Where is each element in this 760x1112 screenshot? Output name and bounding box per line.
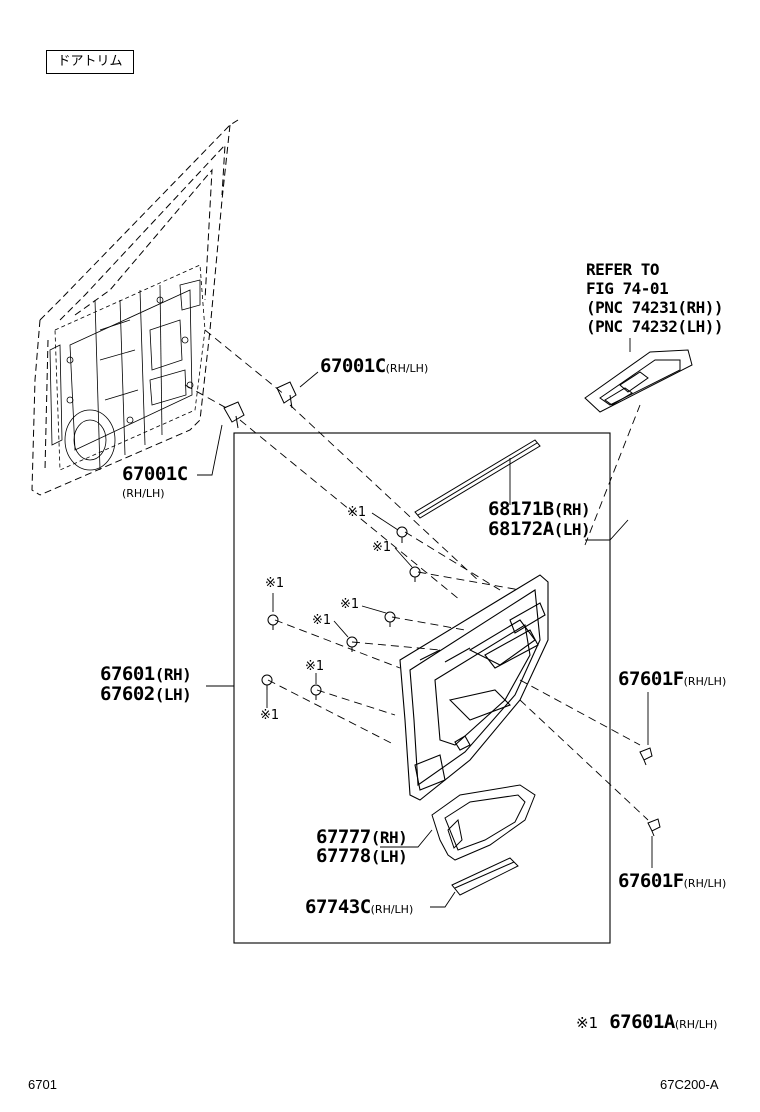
dashed-leaders: [184, 329, 649, 821]
part-side: (RH): [553, 500, 591, 519]
part-side: (RH/LH): [683, 877, 727, 890]
clip-mark: ※1: [260, 708, 280, 723]
legend-mark: ※1: [576, 1014, 599, 1032]
clip-mark: ※1: [347, 505, 367, 520]
door-frame: [31, 119, 239, 496]
part-side: (RH/LH): [370, 903, 414, 916]
footer-left: 6701: [28, 1077, 57, 1092]
part-label-68171b: 68171B(RH): [488, 498, 591, 520]
part-number: 68171B: [488, 498, 554, 520]
clip-mark: ※1: [312, 613, 332, 628]
part-side: (LH): [154, 685, 192, 704]
clip-mark: ※1: [265, 576, 285, 591]
part-number: 67601: [100, 663, 155, 685]
part-side: (RH/LH): [683, 675, 727, 688]
clips: [223, 381, 661, 837]
part-number: 67602: [100, 683, 155, 705]
part-label-67602: 67602(LH): [100, 683, 192, 705]
part-label-67777: 67777(RH): [316, 826, 408, 848]
legend: ※1 67601A(RH/LH): [576, 1013, 717, 1032]
part-number: 67001C: [122, 463, 188, 485]
part-number: 67743C: [305, 896, 371, 918]
part-side: (LH): [370, 847, 408, 866]
weatherstrip-part: [414, 439, 541, 519]
legend-side: (RH/LH): [674, 1018, 718, 1031]
part-side: (LH): [553, 520, 591, 539]
part-number: 67777: [316, 826, 371, 848]
refer-line-2: FIG 74-01: [586, 279, 669, 298]
part-side: (RH/LH): [122, 487, 165, 500]
refer-label: REFER TO FIG 74-01 (PNC 74231(RH)) (PNC …: [586, 260, 724, 336]
title-tag: ドアトリム: [46, 50, 134, 74]
part-side: (RH): [370, 828, 408, 847]
part-side: (RH/LH): [385, 362, 429, 375]
part-label-67001c-right: 67001C(RH/LH): [320, 357, 428, 376]
door-inner-panel: [49, 264, 206, 471]
legend-number: 67601A: [609, 1011, 675, 1033]
part-number: 67001C: [320, 355, 386, 377]
part-label-67001c-left: 67001C (RH/LH): [122, 463, 188, 500]
refer-line-3: (PNC 74231(RH)): [586, 298, 724, 317]
part-number: 67601F: [618, 870, 684, 892]
window-switch-part: [584, 349, 693, 413]
clip-mark: ※1: [372, 540, 392, 555]
part-label-68172a: 68172A(LH): [488, 518, 591, 540]
armrest-part: [431, 784, 536, 861]
pad-part: [451, 857, 519, 896]
part-label-67601: 67601(RH): [100, 663, 192, 685]
refer-line-4: (PNC 74232(LH)): [586, 317, 724, 336]
part-number: 68172A: [488, 518, 554, 540]
part-side: (RH): [154, 665, 192, 684]
part-label-67601f-bottom: 67601F(RH/LH): [618, 872, 726, 891]
part-label-67778: 67778(LH): [316, 845, 408, 867]
clip-mark: ※1: [305, 659, 325, 674]
part-number: 67778: [316, 845, 371, 867]
part-number: 67601F: [618, 668, 684, 690]
clip-mark: ※1: [340, 597, 360, 612]
assembly-box: [233, 432, 611, 944]
door-trim-board: [399, 574, 549, 801]
refer-line-1: REFER TO: [586, 260, 660, 279]
footer-right: 67C200-A: [660, 1077, 719, 1092]
solid-leaders: [197, 338, 653, 908]
part-label-67743c: 67743C(RH/LH): [305, 898, 413, 917]
part-label-67601f-top: 67601F(RH/LH): [618, 670, 726, 689]
